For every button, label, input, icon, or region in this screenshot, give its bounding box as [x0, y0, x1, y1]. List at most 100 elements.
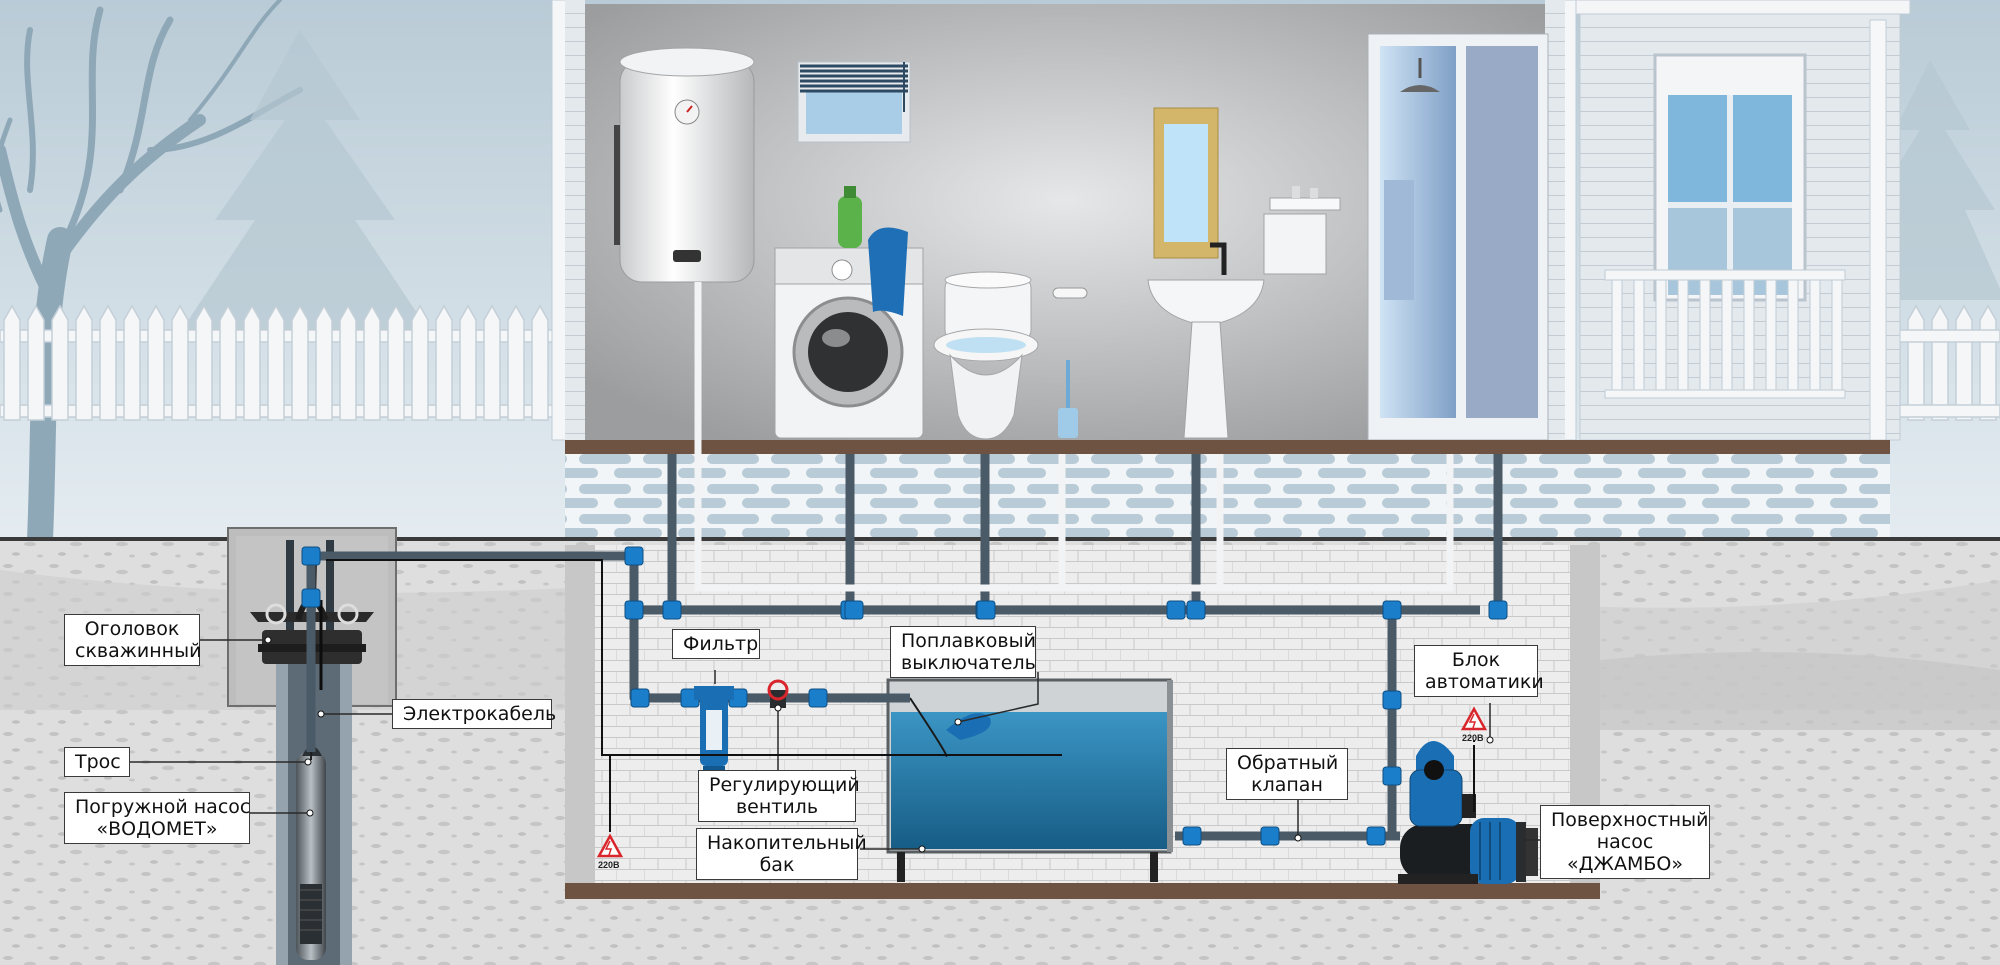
railing-post [1831, 279, 1843, 391]
pipe-fitting [624, 546, 644, 566]
fence-picket [315, 304, 333, 421]
storage-tank-icon [886, 678, 1173, 882]
fence-picket [387, 304, 405, 421]
label-line: автоматики [1425, 671, 1544, 693]
label-power-cable: Электрокабель [392, 699, 557, 729]
surface-pump-icon [1398, 818, 1538, 884]
label-line: выключатель [901, 652, 1036, 674]
voltage-text: 220В [598, 860, 620, 870]
railing-post [1633, 279, 1645, 391]
label-line: Регулирующий [709, 774, 860, 796]
submersible-pump-icon [296, 746, 326, 960]
label-check-valve: Обратный клапан [1226, 748, 1348, 800]
pipe-fitting [1366, 826, 1386, 846]
label-line: Электрокабель [403, 703, 557, 725]
fence-picket [267, 304, 285, 421]
label-line: Трос [75, 751, 121, 773]
power-line [326, 559, 1062, 756]
sink-icon [1147, 186, 1341, 439]
label-line: насос [1596, 831, 1654, 853]
basement-floor [565, 883, 1600, 899]
fence-picket [75, 304, 93, 421]
label-line: Обратный [1237, 752, 1339, 774]
high-voltage-warning-icon [596, 833, 624, 858]
label-line: вентиль [735, 796, 819, 818]
fence-picket [27, 304, 45, 421]
railing-post [1611, 279, 1623, 391]
railing-post [1721, 279, 1733, 391]
fence-picket [459, 304, 477, 421]
label-line: скважинный [75, 640, 202, 662]
fence-picket [51, 304, 69, 421]
fence-picket [531, 304, 549, 421]
railing-post [1765, 279, 1777, 391]
fence-picket [411, 304, 429, 421]
high-voltage-warning-icon [1460, 706, 1488, 731]
fence-picket [123, 304, 141, 421]
railing-post [1787, 279, 1799, 391]
railing-post [1655, 279, 1667, 391]
label-line: Блок [1451, 649, 1501, 671]
railing-post [1743, 279, 1755, 391]
fence-picket [171, 304, 189, 421]
pipe-fitting [301, 588, 321, 608]
fence-picket [1907, 304, 1925, 421]
label-wellhead: Оголовок скважинный [64, 614, 202, 666]
fence-picket [483, 304, 501, 421]
label-surface-pump: Поверхностный насос «ДЖАМБО» [1540, 805, 1710, 879]
pipe-fitting [1382, 766, 1402, 786]
railing-post [1809, 279, 1821, 391]
hot-water-pipe [1058, 454, 1224, 588]
fence-picket [1955, 304, 1973, 421]
fence-picket [3, 304, 21, 421]
mirror-icon [1153, 107, 1219, 259]
label-line: Фильтр [683, 633, 759, 655]
pipe-fitting [1182, 826, 1202, 846]
pipe-fitting [844, 600, 864, 620]
label-line: бак [759, 854, 795, 876]
label-line: Поверхностный [1551, 809, 1709, 831]
fence-picket [99, 304, 117, 421]
label-submersible-pump: Погружной насос «ВОДОМЕТ» [64, 792, 250, 844]
pipe-fitting [1488, 600, 1508, 620]
railing-post [1677, 279, 1689, 391]
hot-water-pipe [694, 282, 1454, 592]
automation-unit-icon [1409, 741, 1476, 827]
window-icon [1653, 53, 1807, 302]
pipe-fittings [301, 546, 1508, 846]
label-line: «ДЖАМБО» [1567, 853, 1683, 875]
label-float-switch: Поплавковый выключатель [890, 626, 1036, 678]
fence-picket [435, 304, 453, 421]
washing-machine-icon [774, 186, 924, 439]
pipe-fitting [1166, 600, 1186, 620]
pipe-fitting [662, 600, 682, 620]
label-line: Накопительный [707, 832, 867, 854]
water-heater-icon [614, 47, 755, 283]
toilet-icon [933, 271, 1088, 440]
pipe-fitting [808, 688, 828, 708]
fence-picket [195, 304, 213, 421]
floor-slab [565, 440, 1890, 454]
pipe-fitting [624, 600, 644, 620]
shower-cabin-icon [1367, 33, 1549, 441]
fence-picket [507, 304, 525, 421]
filter-icon [694, 686, 734, 772]
pipe-fitting [1260, 826, 1280, 846]
window-icon [797, 61, 911, 143]
leader-lines [128, 639, 1540, 850]
label-rope: Трос [64, 747, 130, 777]
label-line: клапан [1251, 774, 1323, 796]
stone-foundation [565, 454, 1890, 540]
fence-picket [219, 304, 237, 421]
label-line: Поплавковый [901, 630, 1036, 652]
pipe-fitting [1382, 690, 1402, 710]
fence-picket [291, 304, 309, 421]
voltage-text: 220В [1462, 733, 1484, 743]
label-line: «ВОДОМЕТ» [96, 818, 218, 840]
pipe-fitting [976, 600, 996, 620]
fence-picket [147, 304, 165, 421]
label-line: Оголовок [84, 618, 180, 640]
pipe-fitting [1382, 600, 1402, 620]
